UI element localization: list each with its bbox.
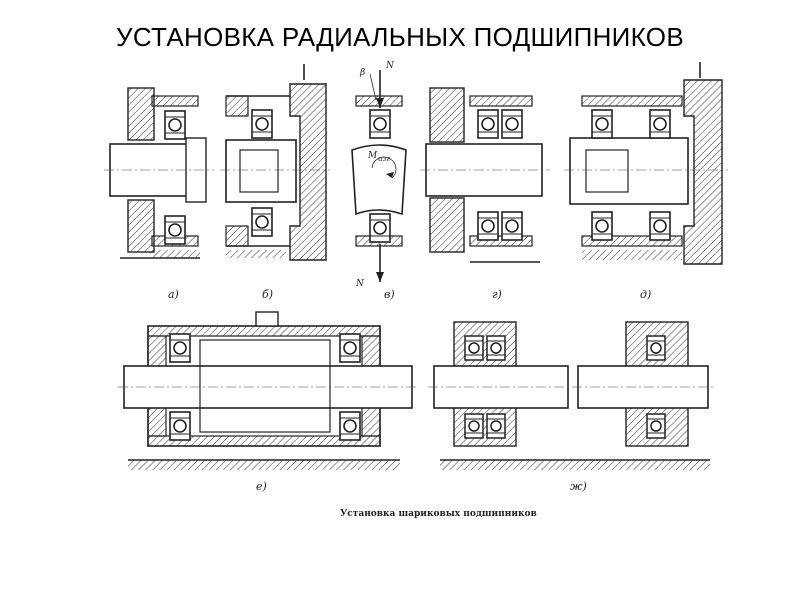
label-b: б) (262, 288, 273, 301)
view-e (118, 311, 418, 470)
symbol-moment-sub: изг (378, 155, 390, 163)
symbol-beta: β (359, 68, 365, 78)
slide-title: УСТАНОВКА РАДИАЛЬНЫХ ПОДШИПНИКОВ (116, 22, 684, 52)
view-v (351, 70, 407, 282)
figure-caption: Установка шариковых подшипников (340, 509, 537, 519)
label-v: в) (384, 288, 395, 301)
label-a: а) (168, 288, 179, 301)
label-d: д) (640, 288, 651, 301)
view-g (420, 87, 550, 263)
label-e: е) (256, 480, 267, 493)
view-d (564, 62, 728, 265)
view-a (104, 87, 214, 259)
symbol-n-top: N (385, 61, 395, 71)
view-b (220, 64, 330, 261)
label-zh: ж) (570, 480, 587, 493)
symbol-n-bottom: N (355, 279, 365, 289)
label-g: г) (492, 288, 502, 301)
view-zh (428, 321, 714, 470)
symbol-moment: M (367, 151, 378, 161)
